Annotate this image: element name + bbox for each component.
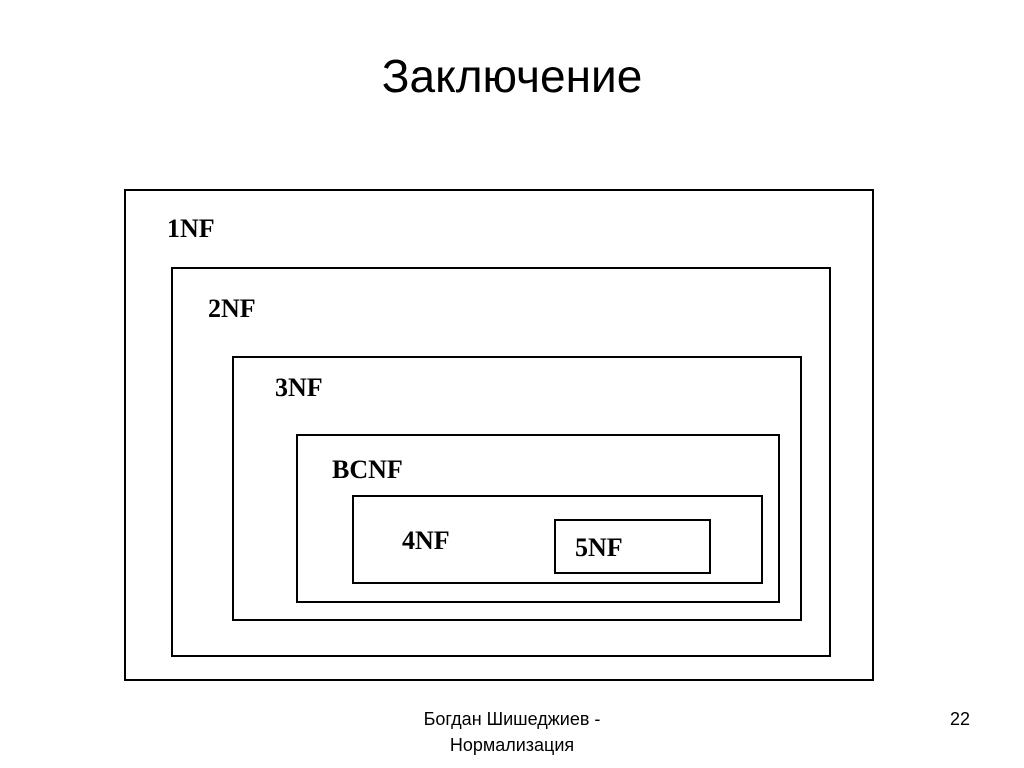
- slide-title: Заключение: [381, 50, 643, 102]
- page-number: 22: [949, 709, 970, 729]
- label-2nf: 2NF: [208, 294, 256, 323]
- label-1nf: 1NF: [167, 214, 215, 243]
- footer-author: Богдан Шишеджиев -: [423, 709, 601, 729]
- box-5nf: [554, 519, 711, 574]
- box-4nf: [352, 495, 763, 584]
- box-1nf: [124, 189, 874, 681]
- slide-footer: Богдан Шишеджиев - Нормализация: [384, 706, 640, 758]
- label-3nf: 3NF: [275, 373, 323, 402]
- label-5nf: 5NF: [575, 533, 623, 562]
- label-bcnf: BCNF: [332, 455, 403, 484]
- label-4nf: 4NF: [402, 526, 450, 555]
- box-bcnf: [296, 434, 780, 603]
- box-3nf: [232, 356, 802, 621]
- footer-topic: Нормализация: [449, 735, 575, 755]
- box-2nf: [171, 267, 831, 657]
